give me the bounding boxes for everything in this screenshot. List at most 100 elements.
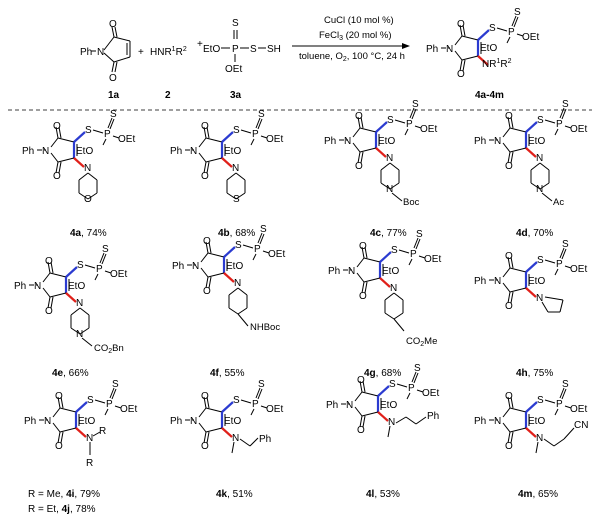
atom-sh: SH	[267, 44, 281, 55]
svg-text:N: N	[232, 163, 239, 174]
product-label-4a: 4a, 74%	[70, 228, 107, 239]
svg-text:P: P	[96, 264, 103, 275]
compound-label-3a: 3a	[230, 90, 242, 101]
product-4k-structure	[190, 386, 269, 454]
product-4m-structure	[494, 386, 575, 454]
svg-text:N: N	[84, 163, 91, 174]
svg-text:O: O	[505, 301, 513, 312]
svg-text:Ph: Ph	[474, 136, 486, 147]
svg-text:O: O	[355, 111, 363, 122]
svg-text:N: N	[346, 400, 353, 411]
svg-text:Ph: Ph	[172, 261, 184, 272]
svg-text:N: N	[44, 416, 51, 427]
svg-text:N: N	[386, 153, 393, 164]
product-4h-structure	[494, 246, 573, 313]
svg-text:EtO: EtO	[380, 400, 397, 411]
product-4e-atoms: Ph N O O S P S OEt EtO N N CO2Bn	[14, 244, 127, 355]
atom-ph: Ph	[80, 47, 92, 58]
svg-text:S: S	[414, 363, 421, 374]
svg-text:P: P	[252, 129, 259, 140]
svg-text:S: S	[489, 23, 496, 34]
svg-text:P: P	[556, 399, 563, 410]
svg-text:N: N	[86, 433, 93, 444]
svg-text:OEt: OEt	[570, 264, 587, 275]
svg-text:O: O	[201, 171, 209, 182]
svg-text:EtO: EtO	[480, 43, 497, 54]
svg-text:O: O	[359, 241, 367, 252]
svg-text:S: S	[537, 395, 544, 406]
svg-text:Ph: Ph	[427, 411, 439, 422]
reagent-1a-structure: Ph N O O	[80, 19, 131, 84]
arrowhead	[402, 43, 410, 49]
svg-text:EtO: EtO	[528, 416, 545, 427]
svg-text:OEt: OEt	[120, 404, 137, 415]
product-4c-atoms: Ph N O O S P S OEt EtO N N Boc	[324, 99, 437, 208]
plus-sign: +	[197, 39, 203, 50]
product-label-4j: R = Et, 4j, 78%	[28, 504, 96, 515]
product-label-4g: 4g, 68%	[364, 368, 401, 379]
svg-text:OEt: OEt	[110, 269, 127, 280]
svg-text:EtO: EtO	[378, 136, 395, 147]
product-4h-atoms: Ph N O O S P S OEt EtO N	[474, 239, 587, 312]
svg-text:OEt: OEt	[266, 134, 283, 145]
svg-text:R: R	[99, 426, 106, 437]
product-4i-4j-structure	[44, 386, 123, 455]
svg-text:N: N	[494, 136, 501, 147]
svg-text:O: O	[505, 251, 513, 262]
svg-text:EtO: EtO	[528, 136, 545, 147]
svg-text:O: O	[505, 161, 513, 172]
plus-sign: +	[138, 47, 144, 58]
product-4c-structure	[344, 106, 423, 202]
atom-s: S	[250, 44, 257, 55]
reagent-3a-structure: S P EtO S SH OEt	[203, 18, 281, 75]
product-4-labels: Ph N O O S P S OEt EtO NR1R2	[426, 7, 539, 80]
svg-text:S: S	[391, 245, 398, 256]
svg-text:N: N	[536, 293, 543, 304]
svg-text:Ph: Ph	[170, 146, 182, 157]
svg-text:Ph: Ph	[426, 44, 438, 55]
svg-text:S: S	[235, 240, 242, 251]
svg-text:O: O	[201, 391, 209, 402]
svg-text:P: P	[406, 119, 413, 130]
svg-text:N: N	[232, 433, 239, 444]
svg-text:S: S	[85, 125, 92, 136]
svg-text:N: N	[42, 146, 49, 157]
product-label-4d: 4d, 70%	[516, 228, 553, 239]
svg-text:N: N	[190, 146, 197, 157]
product-4g-atoms: Ph N O O S P S OEt EtO N CO2Me	[328, 229, 441, 348]
svg-text:EtO: EtO	[76, 146, 93, 157]
svg-text:Ph: Ph	[259, 434, 271, 445]
reagent-2-formula: HNR1R2	[150, 46, 187, 58]
svg-text:S: S	[416, 229, 423, 240]
product-4d-atoms: Ph N O O S P S OEt EtO N N Ac	[474, 99, 587, 208]
product-label-4m: 4m, 65%	[518, 489, 558, 500]
svg-text:P: P	[104, 129, 111, 140]
product-4f-structure	[192, 231, 271, 327]
svg-text:O: O	[203, 286, 211, 297]
svg-text:EtO: EtO	[78, 416, 95, 427]
svg-text:HNR1R2: HNR1R2	[150, 46, 187, 58]
product-4k-atoms: Ph N O O S P S OEt EtO N Ph	[170, 379, 283, 452]
svg-text:Ac: Ac	[553, 197, 564, 208]
svg-text:EtO: EtO	[224, 146, 241, 157]
product-label-4i: R = Me, 4i, 79%	[28, 489, 100, 500]
svg-text:O: O	[203, 236, 211, 247]
svg-text:CO2Bn: CO2Bn	[94, 343, 124, 355]
svg-text:S: S	[562, 239, 569, 250]
product-4d-structure	[494, 106, 573, 202]
product-4f-atoms: Ph N O O S P S OEt EtO N NHBoc	[172, 224, 285, 333]
svg-text:Ph: Ph	[24, 416, 36, 427]
svg-text:O: O	[505, 111, 513, 122]
compound-label-2: 2	[165, 90, 171, 101]
svg-text:O: O	[505, 391, 513, 402]
svg-text:N: N	[390, 283, 397, 294]
svg-text:N: N	[388, 417, 395, 428]
svg-text:P: P	[508, 27, 515, 38]
atom-s: S	[232, 18, 239, 29]
svg-text:OEt: OEt	[522, 32, 539, 43]
product-4l-structure	[346, 370, 427, 438]
svg-text:OEt: OEt	[570, 124, 587, 135]
condition-solvent: toluene, O2, 100 °C, 24 h	[299, 51, 405, 63]
product-4b-atoms: Ph N O O S P S OEt EtO N S	[170, 109, 283, 205]
product-4l-atoms: Ph N O O S P S OEt EtO N Ph	[326, 363, 439, 436]
